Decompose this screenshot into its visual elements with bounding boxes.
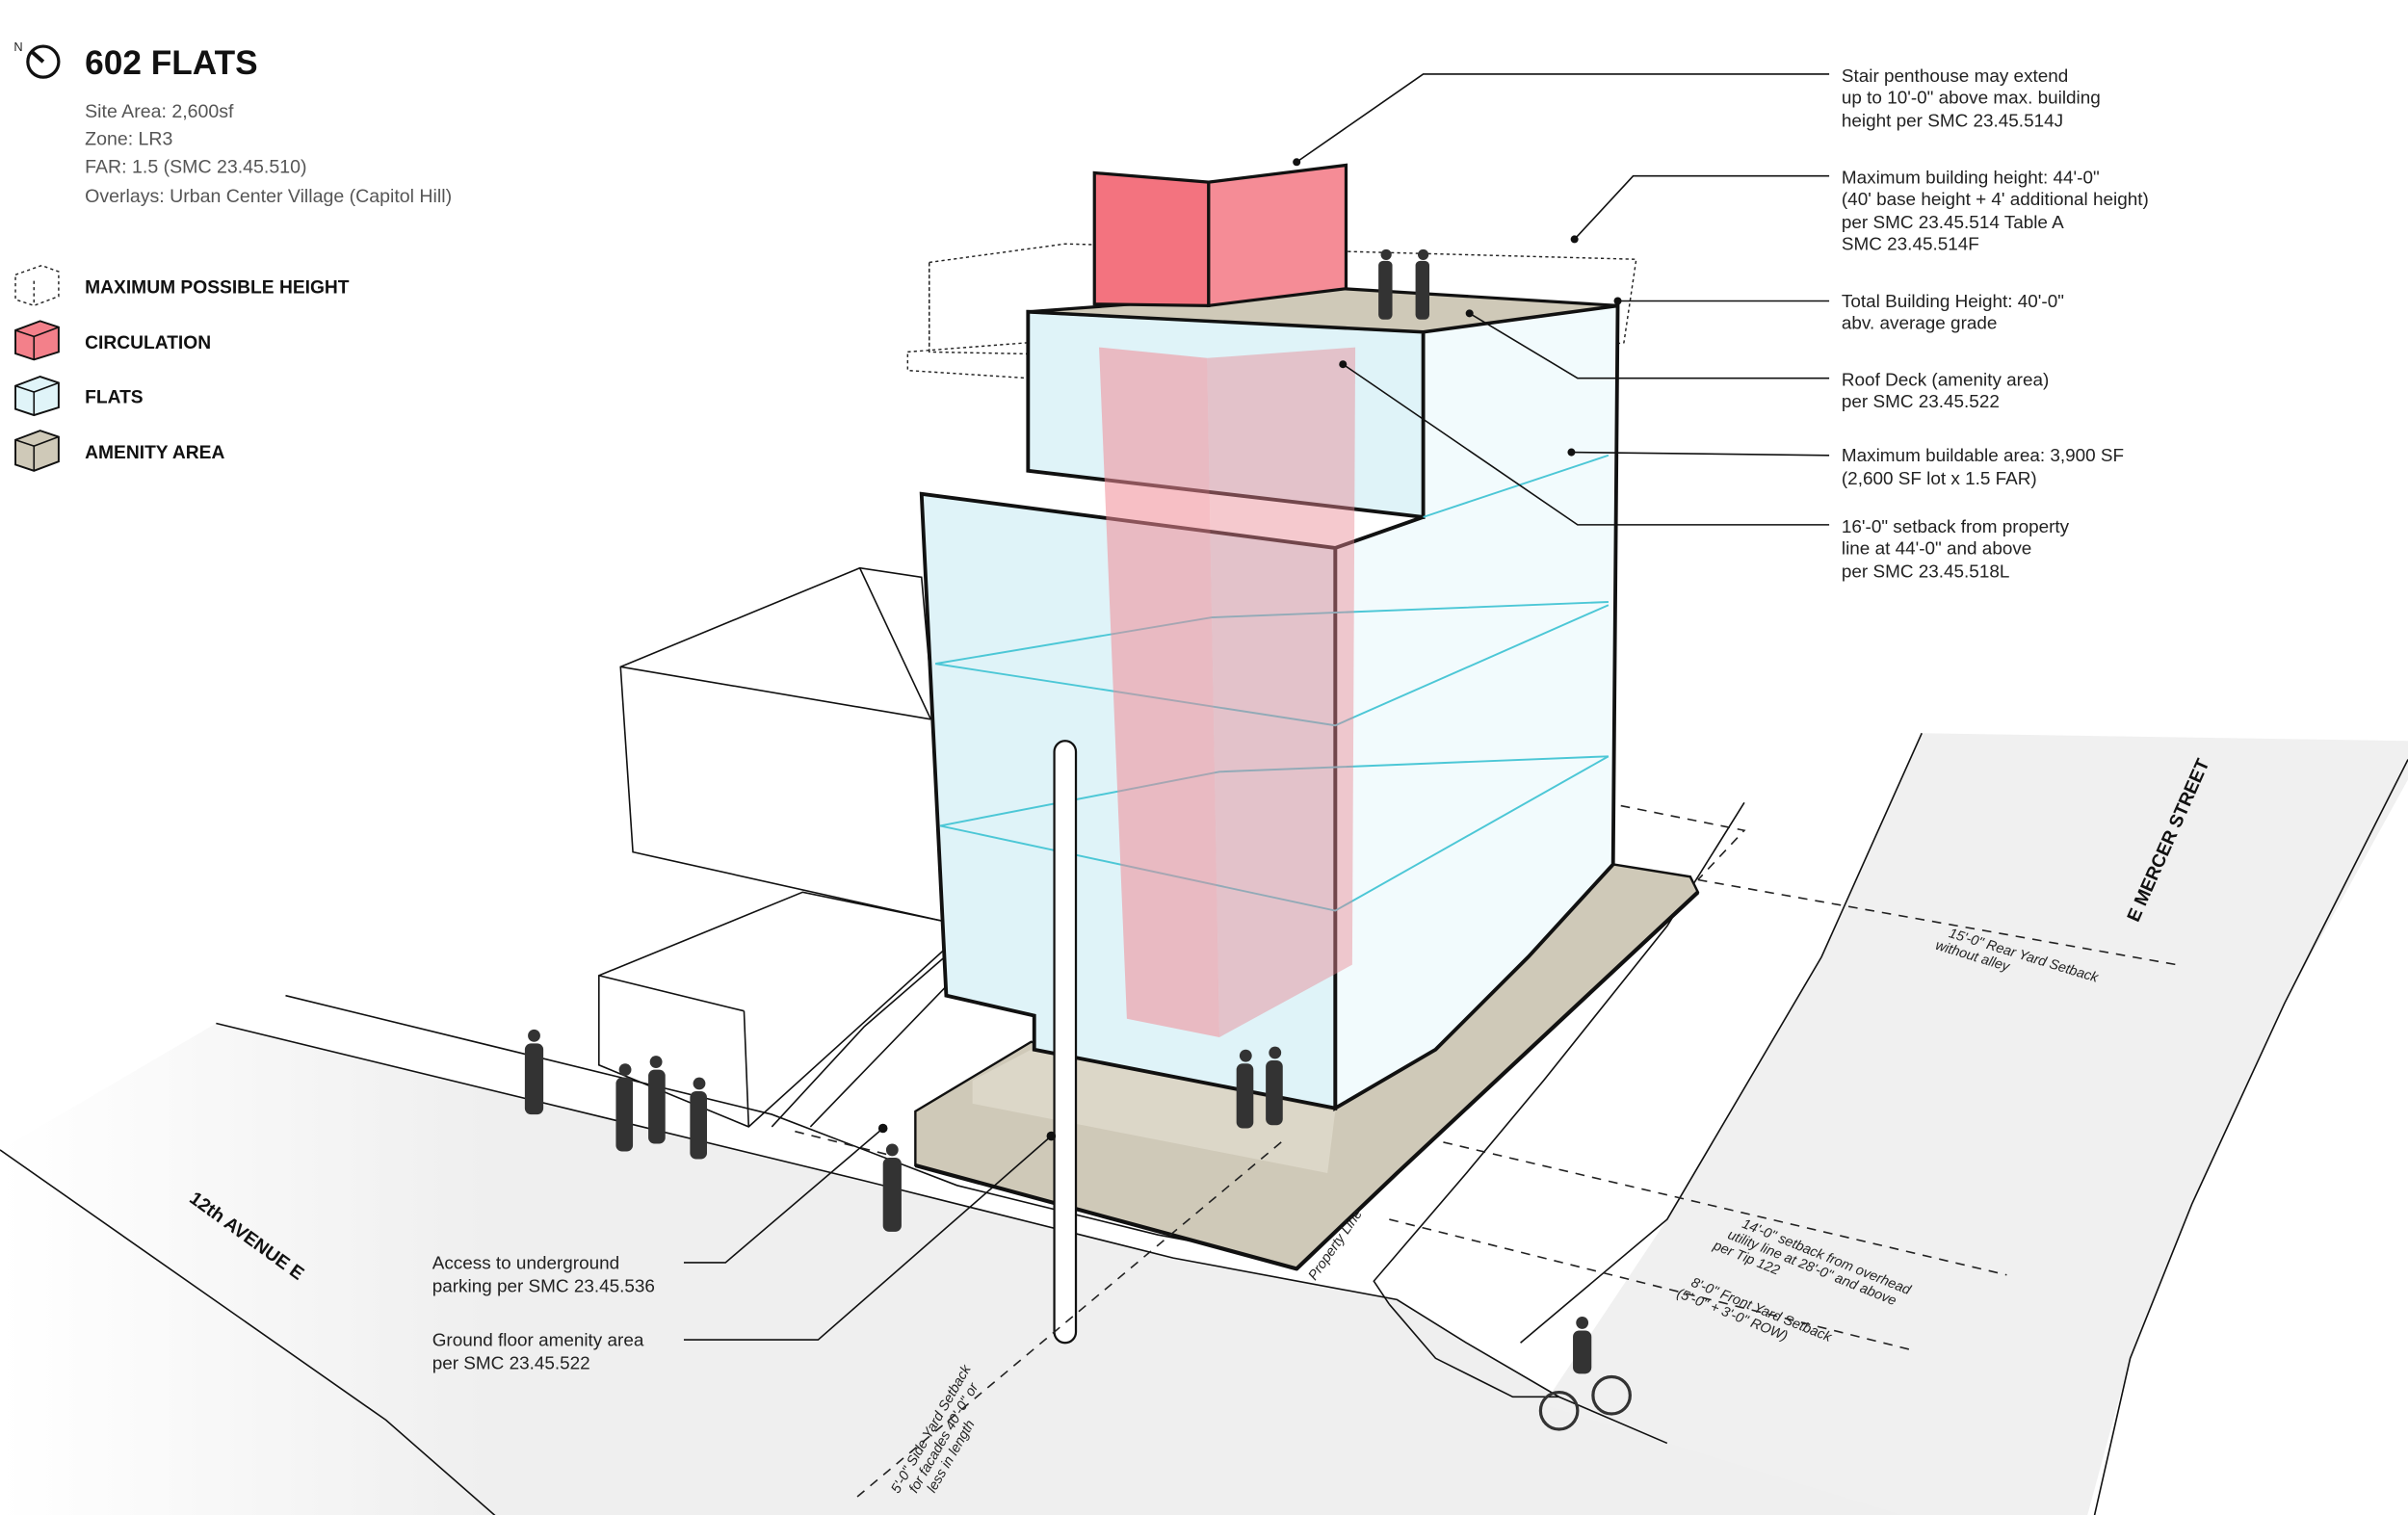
svg-text:height per SMC 23.45.514J: height per SMC 23.45.514J xyxy=(1842,111,2063,131)
neighbor-edge xyxy=(620,666,931,720)
neighbor-building-upper xyxy=(619,566,946,923)
far-curb xyxy=(2093,759,2408,1515)
front-setback-line xyxy=(1389,1218,1915,1352)
annotation-setback: 16'-0" setback from property line at 44'… xyxy=(1842,517,2070,582)
annotation-parking-access: Access to underground parking per SMC 23… xyxy=(432,1253,655,1296)
annotation-max-height: Maximum building height: 44'-0" (40' bas… xyxy=(1842,169,2149,255)
side-setback-line xyxy=(855,1141,1282,1499)
annotation-buildable-area: Maximum buildable area: 3,900 SF (2,600 … xyxy=(1842,446,2124,489)
neighbor-edge xyxy=(858,567,932,720)
annotation-ground-amenity: Ground floor amenity area per SMC 23.45.… xyxy=(432,1330,644,1373)
svg-text:(40' base height + 4' addition: (40' base height + 4' additional height) xyxy=(1842,190,2149,210)
legend-max-height: MAXIMUM POSSIBLE HEIGHT xyxy=(85,277,350,298)
circulation-shaft-front xyxy=(1099,347,1220,1037)
ramp-stair xyxy=(771,954,946,1128)
annotation-stair-penthouse: Stair penthouse may extend up to 10'-0" … xyxy=(1842,66,2101,131)
rear-setback-line xyxy=(1697,878,2177,966)
circulation-shaft-side xyxy=(1207,347,1356,1037)
property-line-rear xyxy=(1620,804,1746,881)
legend: MAXIMUM POSSIBLE HEIGHT CIRCULATION FLAT… xyxy=(14,264,350,472)
side-property-line xyxy=(795,1130,888,1156)
site-area: Site Area: 2,600sf xyxy=(85,101,234,122)
neighbor-edge xyxy=(598,975,745,1012)
legend-amenity: AMENITY AREA xyxy=(85,443,224,463)
north-arrow-icon: N xyxy=(13,39,61,79)
person-icon xyxy=(882,1143,902,1232)
red-cube-icon xyxy=(14,320,60,361)
corner-curve xyxy=(1388,1303,1559,1398)
svg-text:Roof Deck (amenity area): Roof Deck (amenity area) xyxy=(1842,371,2049,391)
svg-text:Stair penthouse may extend: Stair penthouse may extend xyxy=(1842,66,2068,87)
legend-flats: FLATS xyxy=(85,387,144,407)
dashed-cube-icon xyxy=(14,264,60,307)
svg-text:line at 44'-0" and above: line at 44'-0" and above xyxy=(1842,538,2031,559)
svg-text:per SMC 23.45.522: per SMC 23.45.522 xyxy=(432,1354,590,1374)
person-icon xyxy=(1266,1046,1283,1126)
person-icon xyxy=(524,1029,544,1115)
light-blue-cube-icon xyxy=(14,376,60,417)
annotation-roof-deck: Roof Deck (amenity area) per SMC 23.45.5… xyxy=(1842,371,2049,412)
far: FAR: 1.5 (SMC 23.45.510) xyxy=(85,156,306,177)
svg-text:Access to underground: Access to underground xyxy=(432,1253,619,1273)
person-icon xyxy=(615,1063,634,1152)
person-icon xyxy=(648,1056,666,1144)
svg-text:Maximum buildable area: 3,900: Maximum buildable area: 3,900 SF xyxy=(1842,446,2124,466)
svg-text:SMC 23.45.514F: SMC 23.45.514F xyxy=(1842,235,1979,255)
curb-line-street xyxy=(1520,732,1923,1344)
north-label: N xyxy=(13,39,22,54)
svg-text:Total Building Height: 40'-0": Total Building Height: 40'-0" xyxy=(1842,292,2064,312)
person-icon xyxy=(1236,1049,1254,1129)
svg-text:per SMC 23.45.522: per SMC 23.45.522 xyxy=(1842,392,2000,412)
zone: Zone: LR3 xyxy=(85,129,172,150)
svg-text:Ground floor amenity area: Ground floor amenity area xyxy=(432,1330,644,1350)
people-silhouettes xyxy=(524,248,1632,1431)
stair-penthouse-front xyxy=(1092,170,1211,307)
utility-setback-line xyxy=(1443,1141,2007,1276)
page-title: 602 FLATS xyxy=(85,44,258,82)
property-line-front xyxy=(914,890,1700,1271)
overlays: Overlays: Urban Center Village (Capitol … xyxy=(85,186,452,207)
cyclist-icon xyxy=(1538,1317,1632,1431)
svg-text:per SMC 23.45.514 Table A: per SMC 23.45.514 Table A xyxy=(1842,213,2064,233)
person-icon xyxy=(1378,248,1393,320)
person-icon xyxy=(1415,248,1430,320)
svg-text:up to 10'-0" above max. buildi: up to 10'-0" above max. building xyxy=(1842,88,2101,108)
person-icon xyxy=(690,1077,707,1160)
svg-text:(2,600 SF lot x 1.5 FAR): (2,600 SF lot x 1.5 FAR) xyxy=(1842,469,2037,489)
svg-text:Maximum building height: 44'-0: Maximum building height: 44'-0" xyxy=(1842,169,2100,189)
svg-text:16'-0" setback from property: 16'-0" setback from property xyxy=(1842,517,2070,537)
street-pavement xyxy=(1543,733,2408,1515)
tan-cube-icon xyxy=(14,430,60,472)
leader-lines xyxy=(683,73,1830,1341)
road-edge xyxy=(0,1149,496,1515)
max-height-envelope-lower xyxy=(906,341,1030,379)
svg-text:parking per SMC 23.45.536: parking per SMC 23.45.536 xyxy=(432,1276,655,1296)
legend-circulation: CIRCULATION xyxy=(85,333,211,353)
utility-pole xyxy=(1053,740,1078,1345)
neighbor-edge xyxy=(743,1010,750,1127)
svg-text:abv. average grade: abv. average grade xyxy=(1842,313,1998,333)
svg-text:per SMC 23.45.518L: per SMC 23.45.518L xyxy=(1842,562,2009,582)
stair-penthouse-side xyxy=(1207,163,1348,308)
annotation-total-height: Total Building Height: 40'-0" abv. avera… xyxy=(1842,292,2064,333)
avenue-pavement xyxy=(0,1023,1913,1515)
